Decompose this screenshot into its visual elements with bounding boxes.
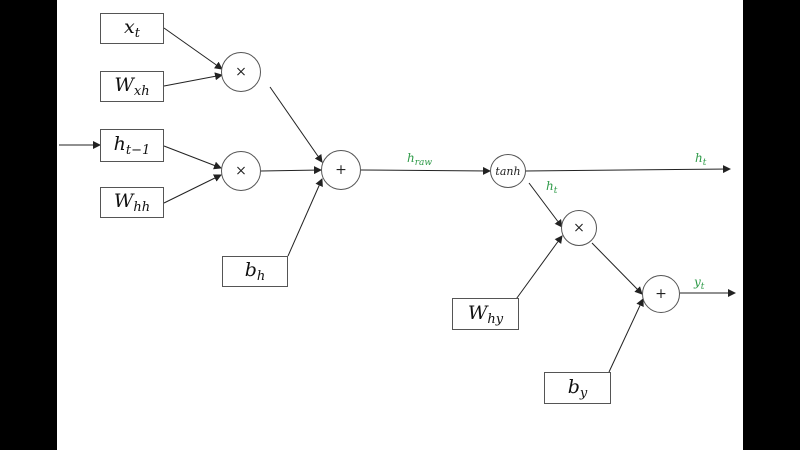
node-b-h: bh bbox=[222, 256, 288, 287]
edge-by-add2 bbox=[608, 298, 644, 373]
edge-why-mul3 bbox=[513, 235, 563, 303]
edge-mul1-add1 bbox=[269, 86, 323, 163]
node-w-hh-sub: hh bbox=[133, 200, 151, 215]
edge-label-h-raw-sub: raw bbox=[414, 158, 433, 168]
op-add-2-symbol: + bbox=[655, 286, 667, 302]
op-multiply-3: × bbox=[561, 210, 597, 246]
edge-tanh-mul3 bbox=[528, 182, 563, 228]
edge-mul2-add1 bbox=[260, 166, 322, 175]
edge-label-h-raw: hraw bbox=[407, 151, 432, 168]
op-multiply-1: × bbox=[221, 52, 261, 92]
node-h-tm1-base: h bbox=[113, 133, 126, 155]
node-h-tm1-sub: t−1 bbox=[125, 143, 151, 158]
node-b-y-base: b bbox=[567, 375, 580, 398]
edge-htm1-mul2 bbox=[163, 145, 222, 170]
edge-label-y-t-sub: t bbox=[700, 282, 705, 292]
op-add-1-symbol: + bbox=[335, 162, 347, 178]
edge-whh-mul2 bbox=[163, 174, 222, 204]
node-w-hh-base: W bbox=[113, 190, 134, 212]
edge-tanh-out bbox=[524, 165, 731, 174]
op-multiply-1-symbol: × bbox=[235, 64, 247, 80]
node-b-h-base: b bbox=[244, 259, 257, 281]
edge-bh-add1 bbox=[287, 178, 323, 257]
node-w-xh: Wxh bbox=[100, 71, 164, 102]
edge-label-y-t-base: y bbox=[694, 275, 701, 289]
edge-label-h-t-branch: ht bbox=[546, 179, 557, 196]
node-w-xh-sub: xh bbox=[133, 84, 150, 99]
node-w-hy-sub: hy bbox=[487, 311, 504, 327]
op-multiply-2: × bbox=[221, 151, 261, 191]
edge-label-h-t-branch-base: h bbox=[546, 179, 554, 193]
edge-xt-mul1 bbox=[163, 27, 223, 70]
node-x-t-base: x bbox=[124, 16, 135, 38]
op-add-1: + bbox=[321, 150, 361, 190]
edge-add1-tanh bbox=[360, 166, 491, 175]
node-b-h-sub: h bbox=[256, 269, 266, 284]
node-w-hh: Whh bbox=[100, 187, 164, 218]
edge-layer bbox=[59, 27, 736, 373]
edge-wxh-mul1 bbox=[163, 72, 223, 87]
op-tanh: tanh bbox=[490, 154, 526, 188]
edge-label-h-t-out-sub: t bbox=[702, 158, 707, 168]
edge-mul3-add2 bbox=[591, 242, 643, 295]
op-tanh-label: tanh bbox=[495, 164, 521, 178]
op-add-2: + bbox=[642, 275, 680, 313]
edge-label-h-t-out: ht bbox=[695, 151, 706, 168]
edge-label-h-raw-base: h bbox=[407, 151, 415, 165]
op-multiply-3-symbol: × bbox=[573, 220, 585, 236]
op-multiply-2-symbol: × bbox=[235, 163, 247, 179]
edge-label-h-t-branch-sub: t bbox=[553, 186, 558, 196]
edge-label-h-t-out-base: h bbox=[695, 151, 703, 165]
node-b-y: by bbox=[544, 372, 611, 404]
node-b-y-sub: y bbox=[579, 385, 588, 401]
node-x-t-sub: t bbox=[134, 26, 140, 41]
node-x-t: xt bbox=[100, 13, 164, 44]
diagram-canvas: xt Wxh ht−1 Whh bh Why by × × + ta bbox=[57, 0, 743, 450]
node-w-hy-base: W bbox=[467, 301, 488, 324]
node-h-t-minus-1: ht−1 bbox=[100, 129, 164, 162]
node-w-hy: Why bbox=[452, 298, 519, 330]
edge-label-y-t: yt bbox=[694, 275, 704, 292]
node-w-xh-base: W bbox=[114, 74, 134, 96]
